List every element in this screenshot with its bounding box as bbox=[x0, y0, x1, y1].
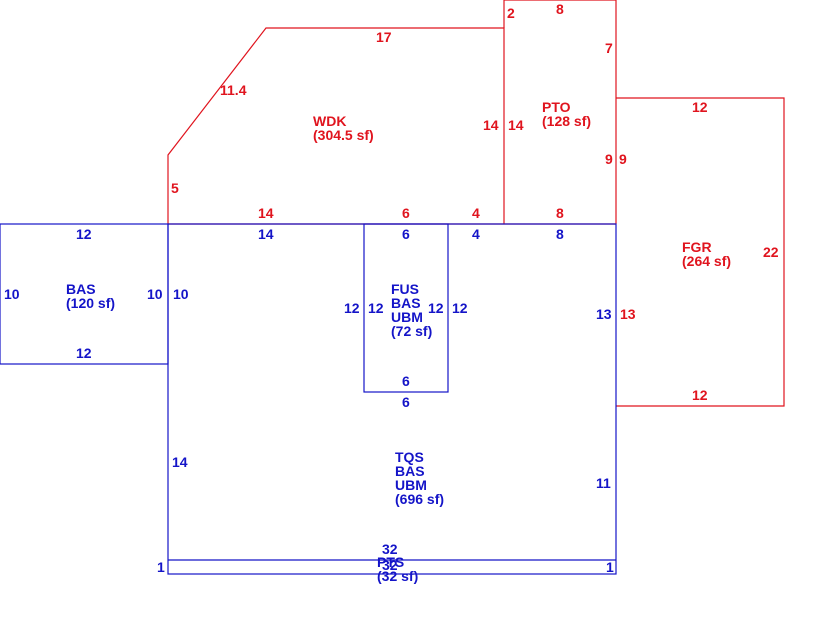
dim-pts-top: 32 bbox=[382, 541, 398, 557]
dim-fus-left-in: 12 bbox=[368, 300, 384, 316]
dim-tqs-right-top: 13 bbox=[596, 306, 612, 322]
dim-pto-left: 14 bbox=[508, 117, 524, 133]
dim-wdk-bottom-right: 4 bbox=[472, 205, 480, 221]
dim-tqs-left: 14 bbox=[172, 454, 188, 470]
fus-line1: FUS bbox=[391, 281, 419, 297]
dim-tqs-top-left: 14 bbox=[258, 226, 274, 242]
dim-pts-bottom: 32 bbox=[382, 557, 398, 573]
fus-outline bbox=[363, 223, 449, 393]
fgr-outline bbox=[616, 97, 785, 407]
dim-tqs-top-mid2: 4 bbox=[472, 226, 480, 242]
dim-wdk-left: 5 bbox=[171, 180, 179, 196]
wdk-outline bbox=[167, 27, 505, 224]
dim-wdk-bottom-mid: 6 bbox=[402, 205, 410, 221]
fgr-code: FGR bbox=[682, 239, 712, 255]
dim-fus-right-in: 12 bbox=[428, 300, 444, 316]
pts-size: (32 sf) bbox=[377, 568, 418, 584]
dim-fus-bottom-out: 6 bbox=[402, 394, 410, 410]
dim-tqs-top-right: 8 bbox=[556, 226, 564, 242]
dim-tqs-left-top: 10 bbox=[173, 286, 189, 302]
dim-wdk-diag: 11.4 bbox=[220, 82, 247, 98]
fus-size: (72 sf) bbox=[391, 323, 432, 339]
pts-code: PTS bbox=[377, 554, 404, 570]
dim-tqs-right: 11 bbox=[596, 475, 611, 491]
dim-fus-right-out: 12 bbox=[452, 300, 468, 316]
dim-tqs-top-mid: 6 bbox=[402, 226, 410, 242]
dim-wdk-bottom: 14 bbox=[258, 205, 274, 221]
dim-bas-right: 10 bbox=[147, 286, 163, 302]
dim-pto-right-top: 7 bbox=[605, 40, 613, 56]
dim-pto-top: 8 bbox=[556, 1, 564, 17]
pto-code: PTO bbox=[542, 99, 571, 115]
dim-fus-bottom-in: 6 bbox=[402, 373, 410, 389]
fus-line2: BAS bbox=[391, 295, 421, 311]
dim-wdk-top: 17 bbox=[376, 29, 392, 45]
wdk-code: WDK bbox=[313, 113, 346, 129]
dim-pts-left: 1 bbox=[157, 559, 165, 575]
wdk-size: (304.5 sf) bbox=[313, 127, 374, 143]
tqs-line1: TQS bbox=[395, 449, 424, 465]
fus-line3: UBM bbox=[391, 309, 423, 325]
dim-pto-bottom: 8 bbox=[556, 205, 564, 221]
dim-bas-bottom: 12 bbox=[76, 345, 92, 361]
dim-fgr-right: 22 bbox=[763, 244, 779, 260]
dim-fgr-left: 9 bbox=[619, 151, 627, 167]
bas-code: BAS bbox=[66, 281, 96, 297]
fgr-size: (264 sf) bbox=[682, 253, 731, 269]
dim-pts-right: 1 bbox=[606, 559, 614, 575]
dim-fgr-bottom: 12 bbox=[692, 387, 708, 403]
dim-pto-right: 9 bbox=[605, 151, 613, 167]
tqs-size: (696 sf) bbox=[395, 491, 444, 507]
pto-outline bbox=[503, 0, 617, 224]
dim-bas-left: 10 bbox=[4, 286, 20, 302]
dim-fus-left-out: 12 bbox=[344, 300, 360, 316]
dim-bas-top: 12 bbox=[76, 226, 92, 242]
dim-pto-top-left: 2 bbox=[507, 5, 515, 21]
tqs-line3: UBM bbox=[395, 477, 427, 493]
tqs-outline bbox=[167, 223, 617, 575]
dim-wdk-right: 14 bbox=[483, 117, 499, 133]
pto-size: (128 sf) bbox=[542, 113, 591, 129]
dim-fgr-lower-left: 13 bbox=[620, 306, 636, 322]
tqs-line2: BAS bbox=[395, 463, 425, 479]
bas-size: (120 sf) bbox=[66, 295, 115, 311]
dim-fgr-top: 12 bbox=[692, 99, 708, 115]
